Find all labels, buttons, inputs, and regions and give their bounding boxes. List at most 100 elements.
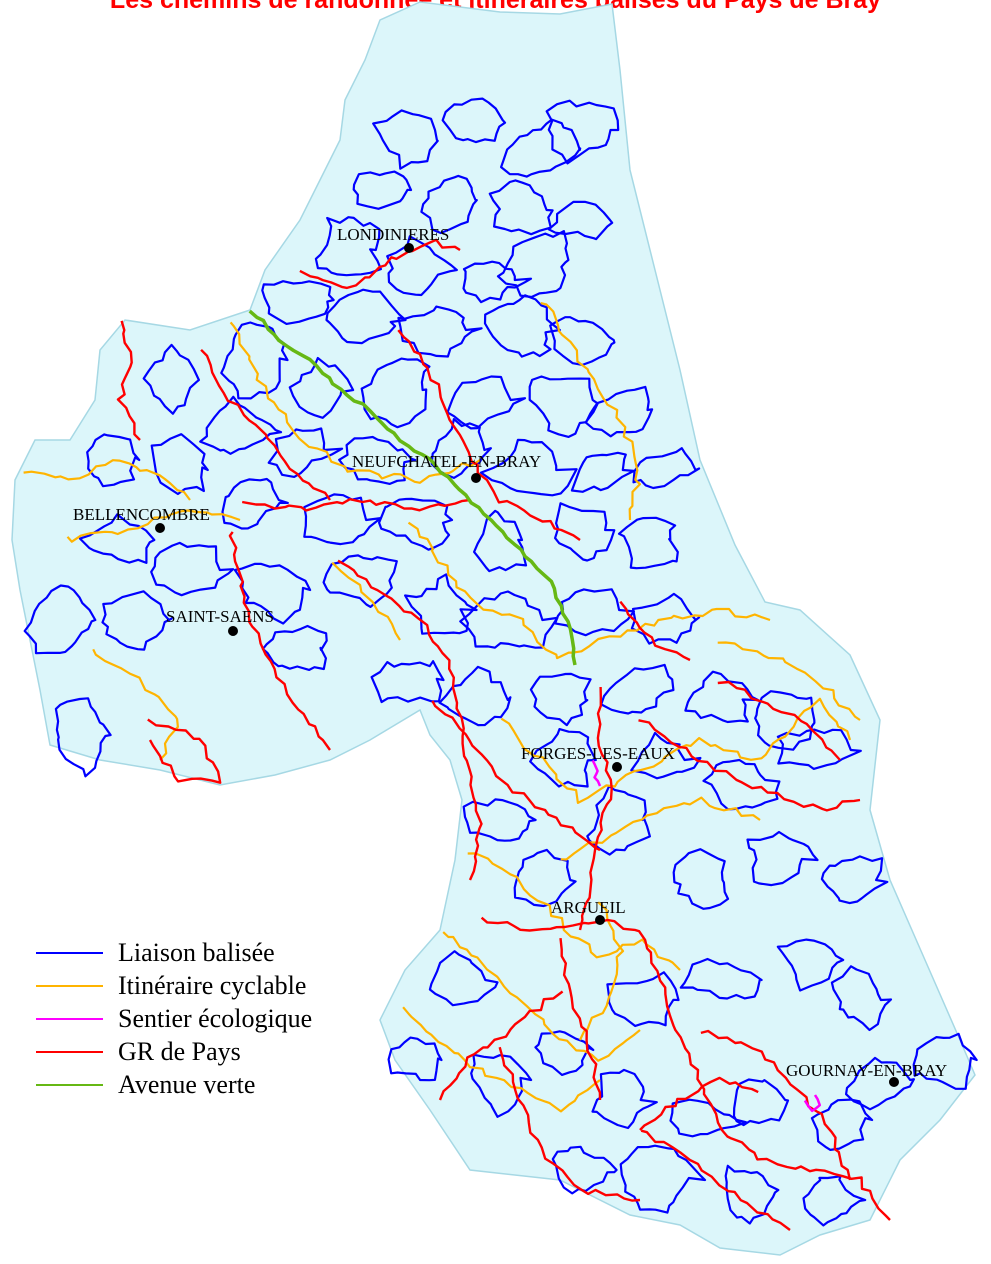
cyclable-route: [402, 1006, 601, 1113]
liaison-route: [810, 1098, 874, 1151]
legend-swatch: [36, 1083, 103, 1086]
liaison-route: [86, 433, 141, 488]
town-label: LONDINIERES: [337, 225, 449, 244]
gr-route: [640, 1129, 791, 1231]
liaison-route: [584, 385, 654, 438]
liaison-route: [549, 316, 616, 366]
liaison-route: [150, 433, 209, 496]
legend-item-avenue: Avenue verte: [36, 1068, 312, 1101]
liaison-route: [669, 1098, 748, 1138]
legend-label: Sentier écologique: [118, 1003, 313, 1033]
sentier-route: [591, 759, 602, 787]
gr-route: [578, 686, 613, 931]
liaison-route: [630, 592, 701, 645]
liaison-route: [672, 848, 730, 910]
liaison-route: [500, 118, 582, 178]
gr-route: [717, 680, 841, 761]
liaison-route: [600, 663, 675, 715]
liaison-route: [428, 950, 499, 1007]
liaison-route: [479, 438, 578, 497]
liaison-route: [702, 758, 781, 811]
town-label: SAINT-SAENS: [166, 607, 274, 626]
liaison-route: [724, 1164, 780, 1225]
liaison-route: [619, 1144, 707, 1214]
cyclable-route: [66, 509, 241, 543]
liaison-route: [322, 554, 398, 608]
legend-swatch: [36, 1050, 103, 1053]
cyclable-route: [540, 302, 641, 521]
legend-item-liaison: Liaison balisée: [36, 936, 312, 969]
liaison-route: [267, 427, 344, 478]
liaison-route: [352, 170, 413, 210]
town-marker: [889, 1077, 899, 1087]
gr-route: [147, 718, 222, 784]
cyclable-route: [717, 641, 861, 721]
legend-swatch: [36, 1017, 103, 1020]
liaison-route: [438, 665, 512, 727]
gr-route: [397, 329, 581, 541]
liaison-route: [23, 584, 97, 655]
liaison-route: [221, 477, 289, 530]
liaison-route: [441, 97, 507, 144]
route-network: [23, 97, 978, 1231]
legend-label: Itinéraire cyclable: [118, 970, 307, 1000]
liaison-route: [54, 697, 112, 778]
liaison-route: [420, 174, 478, 235]
liaison-route: [746, 830, 819, 887]
liaison-route: [679, 957, 763, 1000]
town-label: GOURNAY-EN-BRAY: [786, 1061, 947, 1080]
liaison-route: [545, 99, 620, 165]
liaison-route: [459, 590, 559, 649]
liaison-route: [470, 1053, 533, 1118]
gr-route: [337, 559, 483, 881]
cyclable-route: [92, 648, 179, 761]
legend-item-gr: GR de Pays: [36, 1035, 312, 1068]
liaison-route: [446, 375, 527, 430]
town-marker: [404, 243, 414, 253]
cyclable-route: [442, 931, 641, 1062]
liaison-route: [360, 357, 431, 429]
liaison-route: [684, 670, 759, 724]
legend-label: GR de Pays: [118, 1036, 241, 1066]
liaison-route: [551, 1145, 618, 1195]
liaison-route: [820, 855, 889, 905]
liaison-route: [630, 731, 702, 780]
liaison-route: [529, 728, 597, 788]
gr-route: [639, 1076, 759, 1131]
gr-route: [431, 700, 601, 852]
liaison-route: [370, 660, 445, 704]
liaison-route: [912, 1032, 978, 1090]
liaison-route: [483, 294, 561, 358]
liaison-route: [378, 497, 454, 551]
cyclable-route: [579, 901, 625, 1041]
legend-item-cyclable: Itinéraire cyclable: [36, 969, 312, 1002]
gr-route: [200, 348, 331, 501]
gr-route: [241, 498, 471, 512]
liaison-route: [586, 785, 651, 856]
town-marker: [471, 473, 481, 483]
liaison-route: [554, 588, 635, 637]
gr-route: [480, 916, 891, 1221]
liaison-route: [314, 216, 382, 277]
cyclable-route: [23, 459, 191, 501]
liaison-route: [78, 513, 156, 564]
gr-route: [619, 600, 691, 662]
avenue-verte-route: [248, 309, 577, 666]
gr-route: [116, 320, 141, 441]
liaison-route: [617, 516, 679, 570]
gr-route: [299, 238, 461, 290]
liaison-route: [199, 395, 283, 455]
cyclable-route: [229, 321, 481, 484]
liaison-route: [404, 573, 478, 635]
cyclable-route: [331, 561, 401, 641]
town-marker: [155, 523, 165, 533]
liaison-route: [732, 1078, 790, 1127]
liaison-route: [386, 235, 458, 297]
liaison-route: [372, 109, 439, 170]
gr-route: [559, 937, 602, 1101]
liaison-route: [101, 590, 173, 651]
liaison-route: [261, 624, 328, 671]
gr-route: [638, 719, 861, 812]
liaison-route: [830, 965, 893, 1032]
liaison-route: [338, 435, 417, 485]
